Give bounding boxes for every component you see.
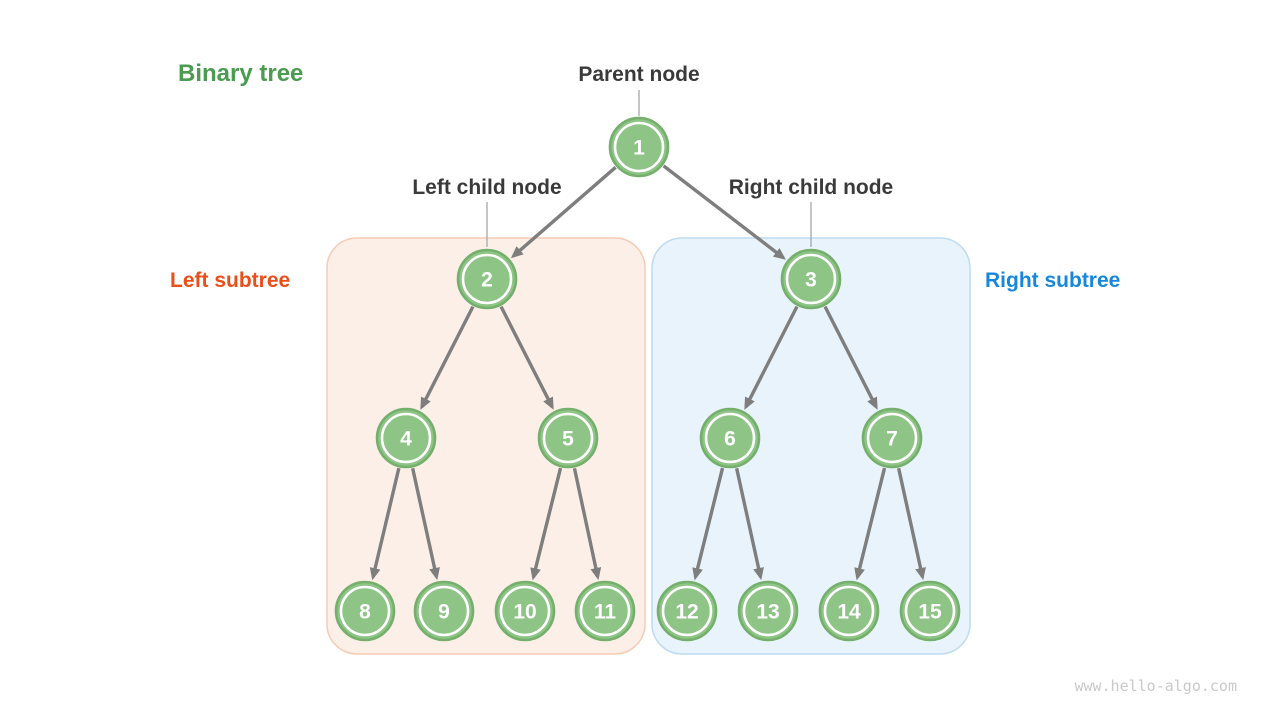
left-subtree-label: Left subtree bbox=[170, 269, 290, 292]
node-value: 6 bbox=[724, 428, 736, 451]
label-leader-lines bbox=[486, 90, 812, 247]
node-value: 8 bbox=[359, 601, 371, 624]
right-subtree-label: Right subtree bbox=[985, 269, 1120, 292]
node-ring bbox=[704, 412, 756, 464]
tree-edge bbox=[530, 467, 563, 581]
node-value: 9 bbox=[438, 601, 450, 624]
node-value: 11 bbox=[594, 601, 617, 624]
node-value: 7 bbox=[886, 428, 898, 451]
tree-edge bbox=[510, 166, 617, 259]
tree-edge bbox=[823, 305, 878, 410]
node-ring bbox=[866, 412, 918, 464]
node-circle bbox=[494, 580, 556, 642]
tree-node: 12 bbox=[656, 580, 718, 642]
figure-title: Binary tree bbox=[178, 60, 303, 87]
node-ring bbox=[742, 585, 794, 637]
tree-node: 8 bbox=[334, 580, 396, 642]
node-circle bbox=[608, 116, 670, 178]
tree-node: 13 bbox=[737, 580, 799, 642]
tree-edge bbox=[734, 467, 764, 581]
node-ring bbox=[661, 585, 713, 637]
tree-node: 10 bbox=[494, 580, 556, 642]
tree-node: 14 bbox=[818, 580, 880, 642]
tree-node: 1 bbox=[608, 116, 670, 178]
node-value: 5 bbox=[562, 428, 574, 451]
tree-edge bbox=[420, 305, 475, 410]
tree-edge bbox=[369, 467, 401, 581]
node-circle bbox=[899, 580, 961, 642]
node-ring bbox=[499, 585, 551, 637]
node-circle bbox=[861, 407, 923, 469]
node-circle bbox=[737, 580, 799, 642]
node-circle bbox=[537, 407, 599, 469]
tree-node: 7 bbox=[861, 407, 923, 469]
parent-node-label: Parent node bbox=[578, 63, 699, 86]
tree-node: 4 bbox=[375, 407, 437, 469]
node-value: 14 bbox=[837, 601, 861, 624]
tree-edge bbox=[499, 305, 554, 410]
tree-node: 9 bbox=[413, 580, 475, 642]
node-ring bbox=[613, 121, 665, 173]
node-ring bbox=[418, 585, 470, 637]
node-ring bbox=[823, 585, 875, 637]
node-value: 4 bbox=[400, 428, 412, 451]
tree-edges bbox=[369, 164, 926, 581]
tree-node: 2 bbox=[456, 248, 518, 310]
node-circle bbox=[456, 248, 518, 310]
node-circle bbox=[780, 248, 842, 310]
node-circle bbox=[699, 407, 761, 469]
subtree-panels bbox=[326, 237, 971, 655]
tree-node: 5 bbox=[537, 407, 599, 469]
tree-edge bbox=[896, 467, 926, 581]
node-ring bbox=[380, 412, 432, 464]
tree-edge bbox=[744, 305, 799, 410]
tree-node: 11 bbox=[574, 580, 636, 642]
right-child-node-label: Right child node bbox=[729, 176, 893, 199]
node-circle bbox=[656, 580, 718, 642]
node-value: 15 bbox=[918, 601, 942, 624]
node-circle bbox=[574, 580, 636, 642]
watermark: www.hello-algo.com bbox=[1074, 677, 1237, 695]
node-ring bbox=[461, 253, 513, 305]
tree-edge bbox=[854, 467, 887, 581]
tree-node: 3 bbox=[780, 248, 842, 310]
node-value: 12 bbox=[675, 601, 698, 624]
left-subtree-panel bbox=[326, 237, 646, 655]
tree-edge bbox=[662, 164, 786, 260]
node-ring bbox=[785, 253, 837, 305]
tree-edge bbox=[572, 467, 602, 581]
node-circle bbox=[375, 407, 437, 469]
node-value: 13 bbox=[756, 601, 779, 624]
tree-node: 6 bbox=[699, 407, 761, 469]
node-circle bbox=[413, 580, 475, 642]
node-ring bbox=[339, 585, 391, 637]
node-circle bbox=[334, 580, 396, 642]
left-child-node-label: Left child node bbox=[412, 176, 561, 199]
node-value: 2 bbox=[481, 269, 493, 292]
tree-node: 15 bbox=[899, 580, 961, 642]
node-circle bbox=[818, 580, 880, 642]
node-value: 10 bbox=[513, 601, 536, 624]
node-ring bbox=[904, 585, 956, 637]
tree-edge bbox=[692, 467, 725, 581]
node-value: 3 bbox=[805, 269, 817, 292]
node-ring bbox=[579, 585, 631, 637]
node-value: 1 bbox=[633, 137, 645, 160]
node-ring bbox=[542, 412, 594, 464]
tree-edge bbox=[410, 467, 440, 581]
